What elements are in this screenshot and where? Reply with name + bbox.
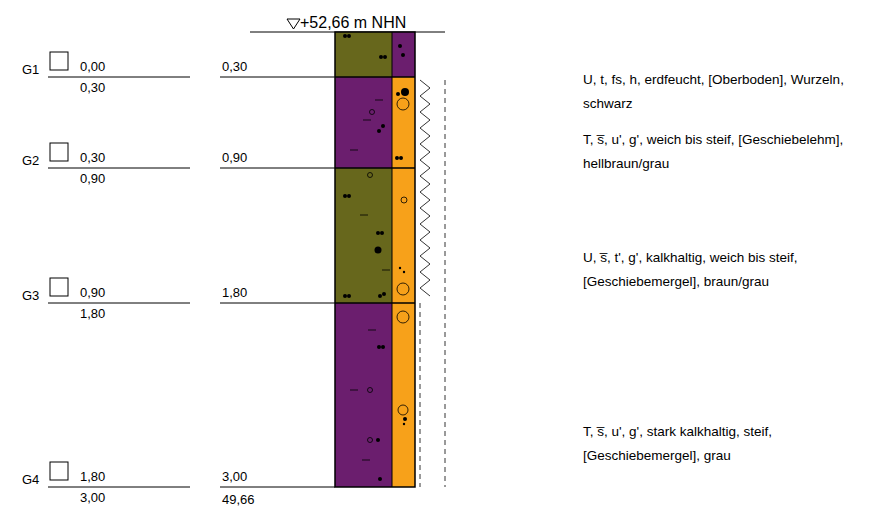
layer-description: U, t, fs, h, erdfeucht, [Oberboden], Wur… [583,68,870,116]
sample-top-depth: 1,80 [80,469,105,485]
sample-top-depth: 0,90 [80,285,105,301]
dashed-line [420,303,421,487]
sample-bottom-depth: 3,00 [80,490,105,506]
sample-bottom-depth: 1,80 [80,306,105,322]
sample-bottom-depth: 0,90 [80,171,105,187]
soil-symbols [343,34,409,481]
elevation-label: +52,66 m NHN [300,14,406,32]
layer-depth: 1,80 [222,285,247,301]
elevation-triangle [287,19,300,29]
sample-markers [48,52,335,487]
layer-description: T, s̅, u', g', weich bis steif, [Geschie… [583,128,870,176]
sample-top-depth: 0,30 [80,150,105,166]
base-elevation: 49,66 [222,492,255,508]
sample-id: G4 [22,472,39,488]
layer-description: T, s̅, u', g', stark kalkhaltig, steif, … [583,420,870,468]
layer-depth: 0,30 [222,59,247,75]
soil-column [335,32,415,487]
layer-depth: 3,00 [222,469,247,485]
layer-depth: 0,90 [222,150,247,166]
sample-id: G3 [22,288,39,304]
sample-id: G2 [22,153,39,169]
water-dashed-line [445,80,446,487]
sample-top-depth: 0,00 [80,59,105,75]
sample-bottom-depth: 0,30 [80,80,105,96]
sample-id: G1 [22,62,39,78]
consistency-zigzag [420,80,430,296]
layer-description: U, s̅, t', g', kalkhaltig, weich bis ste… [583,246,870,294]
